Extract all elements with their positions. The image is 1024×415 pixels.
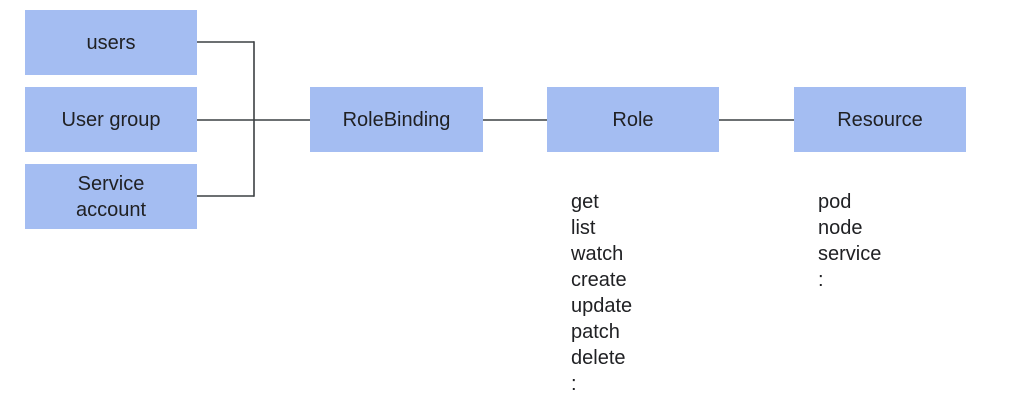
verb-item: create xyxy=(571,269,627,291)
service-account-label: Service account xyxy=(75,172,147,221)
resource-item: : xyxy=(818,269,824,291)
verb-item: patch xyxy=(571,321,620,343)
service-account-box: Service account xyxy=(25,164,197,229)
resource-list: pod node service : xyxy=(818,189,881,293)
resource-label: Resource xyxy=(837,108,923,131)
verb-item: watch xyxy=(571,243,624,265)
rolebinding-box: RoleBinding xyxy=(310,87,483,152)
user-group-label: User group xyxy=(61,108,161,131)
role-box: Role xyxy=(547,87,719,152)
verb-list: get list watch create update patch delet… xyxy=(571,189,632,397)
resource-item: pod xyxy=(818,191,852,213)
role-label: Role xyxy=(612,108,654,131)
verb-item: : xyxy=(571,373,577,395)
resource-item: service xyxy=(818,243,882,265)
verb-item: update xyxy=(571,295,633,317)
verb-item: delete xyxy=(571,347,626,369)
users-box: users xyxy=(25,10,197,75)
users-label: users xyxy=(86,31,136,54)
rolebinding-label: RoleBinding xyxy=(342,108,451,131)
verb-item: get xyxy=(571,191,599,213)
verb-item: list xyxy=(571,217,596,239)
resource-item: node xyxy=(818,217,863,239)
resource-box: Resource xyxy=(794,87,966,152)
user-group-box: User group xyxy=(25,87,197,152)
